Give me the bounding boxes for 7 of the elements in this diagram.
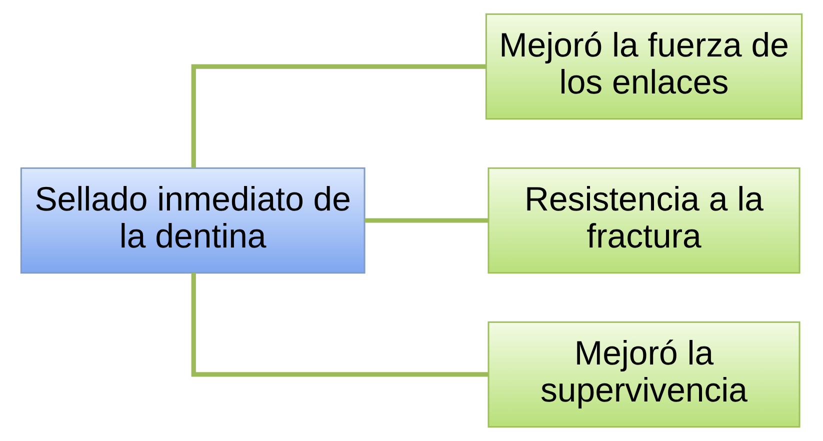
connector xyxy=(191,64,486,168)
node-box: Mejoró la fuerza de los enlaces xyxy=(485,13,803,120)
connector xyxy=(364,218,488,223)
node-box: Mejoró la supervivencia xyxy=(488,321,800,428)
node-box: Sellado inmediato de la dentina xyxy=(20,167,366,274)
connector xyxy=(191,273,488,377)
node-box: Resistencia a la fractura xyxy=(488,167,800,274)
